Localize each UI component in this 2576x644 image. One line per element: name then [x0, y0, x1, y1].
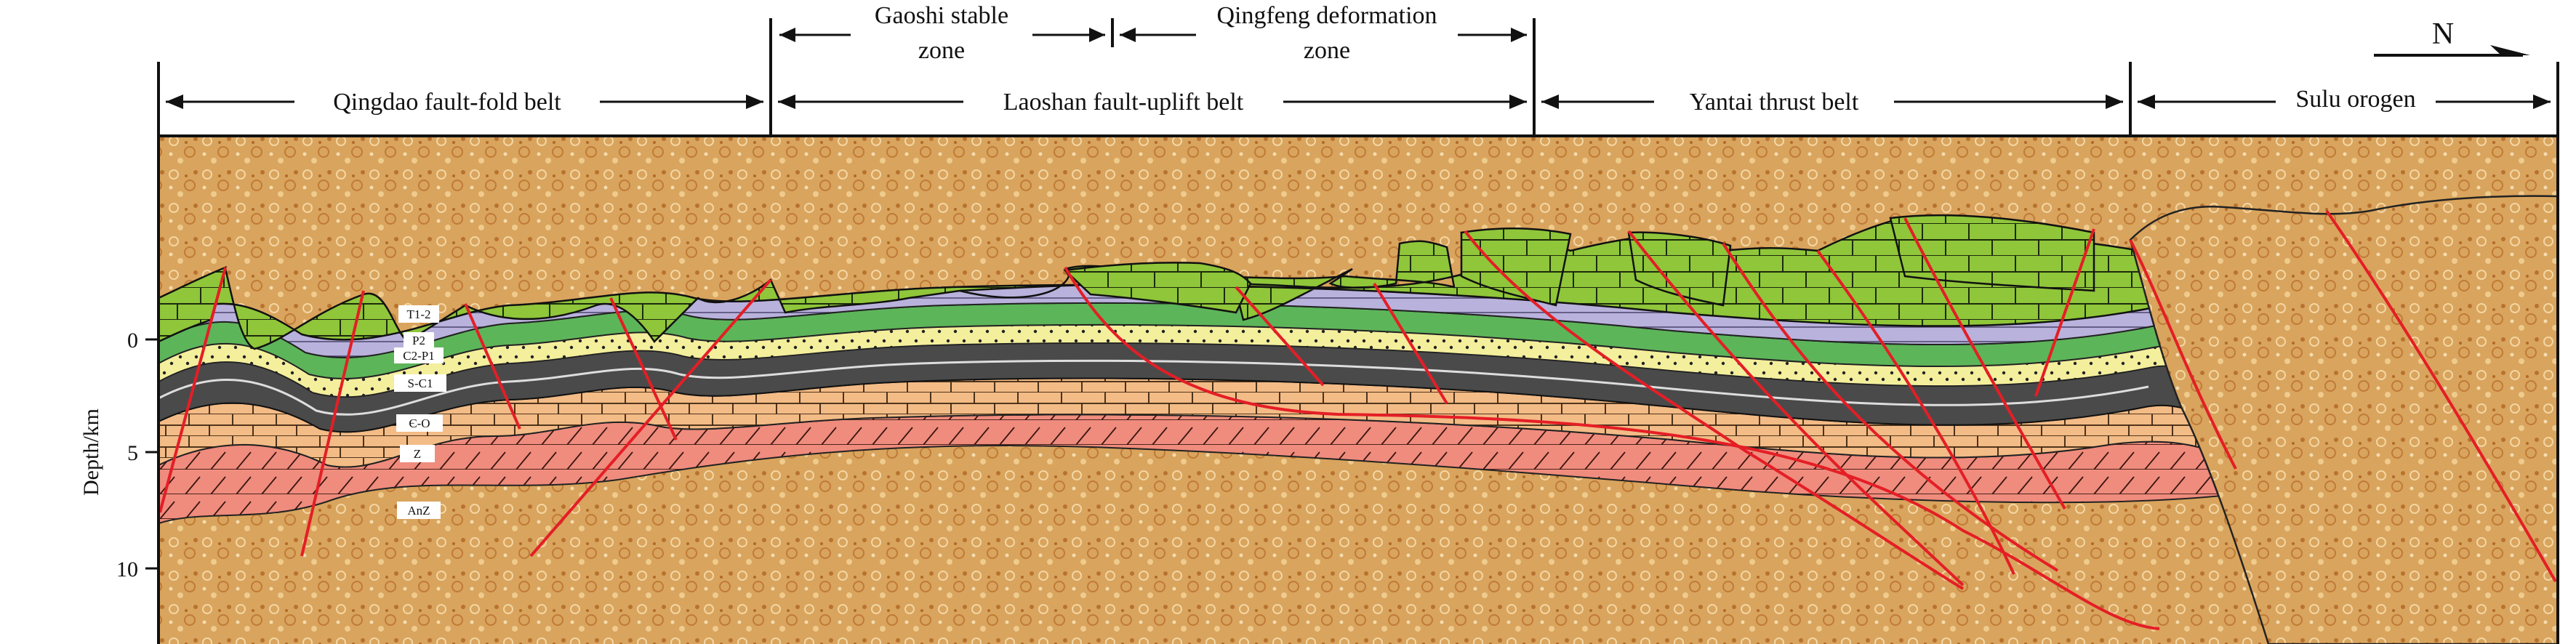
- sulu-orogen-block: [2129, 195, 2558, 644]
- zone-lower-sulu: Sulu orogen: [2138, 86, 2551, 118]
- unit-label-C2P1: C2-P1: [403, 349, 434, 363]
- sulu-orogen-label: Sulu orogen: [2295, 86, 2415, 113]
- laoshan-belt-label: Laoshan fault-uplift belt: [1003, 89, 1244, 116]
- depth-axis-label: Depth/km: [79, 408, 103, 496]
- zone-lower-yantai: Yantai thrust belt: [1541, 86, 2123, 118]
- zone-dividers: [157, 18, 2559, 136]
- north-arrow: N: [2374, 17, 2530, 57]
- zone-lower-qingdao: Qingdao fault-fold belt: [166, 86, 763, 118]
- unit-label-T: T1-2: [406, 307, 430, 321]
- unit-label-SC1: S-C1: [408, 377, 433, 390]
- faults: [159, 209, 2557, 630]
- depth-tick-5: 5: [127, 441, 138, 465]
- section-frame: [157, 134, 2559, 644]
- unit-label-AnZ: AnZ: [407, 504, 430, 518]
- north-label: N: [2432, 17, 2454, 51]
- zone-upper-gaoshi: Gaoshi stable zone: [779, 2, 1105, 64]
- unit-label-Z: Z: [414, 447, 421, 461]
- depth-tick-0: 0: [127, 329, 138, 353]
- zone-upper-qingfeng: Qingfeng deformation zone: [1120, 2, 1527, 64]
- depth-tick-10: 10: [116, 558, 138, 581]
- depth-axis: Depth/km 0 5 10: [79, 329, 159, 581]
- zone-lower-laoshan: Laoshan fault-uplift belt: [778, 86, 1527, 118]
- unit-label-CO: Є-O: [409, 416, 430, 430]
- yantai-belt-label: Yantai thrust belt: [1690, 89, 1859, 116]
- qingfeng-zone-label-1: Qingfeng deformation: [1216, 2, 1437, 29]
- qingdao-belt-label: Qingdao fault-fold belt: [333, 89, 561, 116]
- gaoshi-zone-label-1: Gaoshi stable: [875, 2, 1008, 29]
- qingfeng-zone-label-2: zone: [1304, 37, 1350, 64]
- gaoshi-zone-label-2: zone: [918, 37, 965, 64]
- unit-labels: T1-2 P2 C2-P1 S-C1 Є-O Z AnZ: [394, 305, 446, 519]
- section-body: [159, 136, 2558, 644]
- unit-label-P2: P2: [412, 334, 425, 347]
